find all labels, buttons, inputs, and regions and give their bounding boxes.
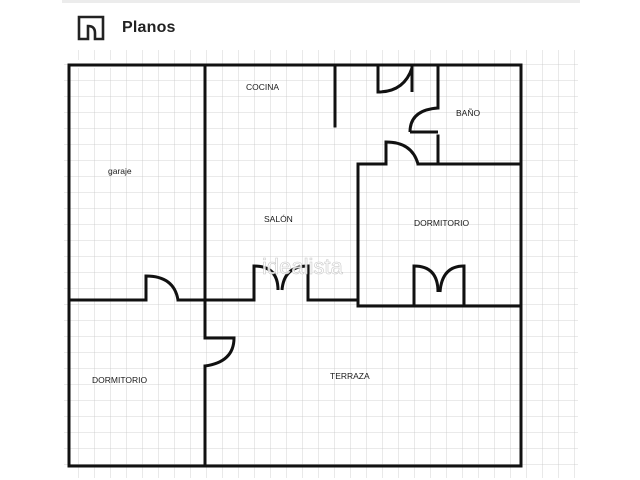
room-label-terraza: TERRAZA (330, 371, 370, 381)
floor-plan-icon (76, 14, 106, 42)
section-title: Planos (122, 19, 176, 36)
plan-doors (144, 65, 466, 368)
floor-plan-drawing: COCINA BAÑO garaje SALÓN DORMITORIO DORM… (62, 48, 580, 480)
room-label-cocina: COCINA (246, 82, 279, 92)
room-labels: COCINA BAÑO garaje SALÓN DORMITORIO DORM… (92, 82, 480, 385)
door-bath (408, 106, 439, 133)
door-bedroom-right-b (438, 264, 466, 306)
section-header: Planos (76, 14, 176, 42)
plan-walls (67, 63, 523, 468)
door-left-bedroom-top (144, 274, 180, 301)
door-salon-b (280, 264, 310, 300)
room-label-dormitorio-right: DORMITORIO (414, 218, 469, 228)
door-left-bedroom-side (204, 336, 236, 368)
room-label-bano: BAÑO (456, 108, 480, 118)
door-salon-a (252, 264, 280, 300)
door-kitchen-top (376, 65, 414, 94)
room-label-garaje: garaje (108, 166, 132, 176)
room-label-dormitorio-left: DORMITORIO (92, 375, 147, 385)
door-bedroom-right-top (384, 140, 420, 165)
room-label-salon: SALÓN (264, 214, 293, 224)
plan-grid (64, 50, 578, 478)
door-bedroom-right-a (412, 264, 440, 306)
watermark-text: idealista (262, 254, 343, 279)
top-divider (62, 0, 580, 3)
floor-plan-image[interactable]: COCINA BAÑO garaje SALÓN DORMITORIO DORM… (62, 48, 580, 480)
